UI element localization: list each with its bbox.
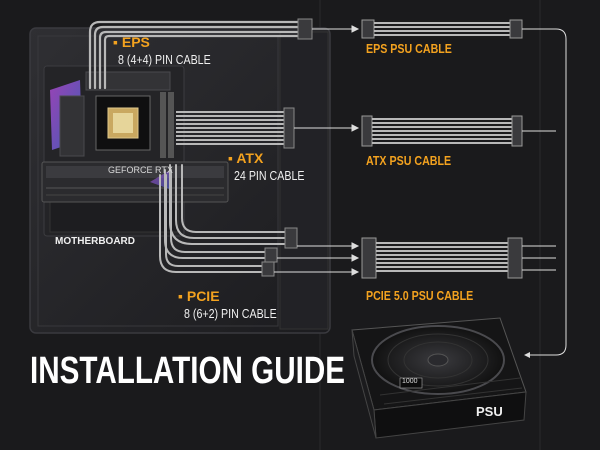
atx-psu-cable-label: ATX PSU CABLE: [366, 153, 452, 168]
eps-cable: [88, 20, 302, 90]
page-title: INSTALLATION GUIDE: [30, 350, 346, 392]
atx-bullet: ▪ ATX: [228, 150, 264, 166]
arrowheads-right: [524, 352, 530, 358]
atx-title: ATX: [236, 150, 264, 166]
atx-cable: [176, 111, 284, 145]
eps-connector: [297, 18, 313, 40]
psu-return-arrows: [522, 28, 567, 356]
psu-label: PSU: [476, 404, 503, 419]
connection-arrows: [274, 25, 360, 276]
eps-subtitle: 8 (4+4) PIN CABLE: [118, 52, 211, 67]
pcie-connector-2: [264, 247, 278, 263]
eps-psu-cable: [361, 19, 523, 39]
pcie-connector-1: [284, 227, 298, 249]
eps-bullet: ▪ EPS: [113, 34, 150, 50]
atx-psu-cable: [361, 115, 523, 147]
eps-title: EPS: [121, 34, 150, 50]
atx-connector: [283, 107, 295, 149]
pcie-psu-cable: [361, 237, 523, 279]
pcie-connector-3: [261, 261, 275, 277]
psu: [351, 317, 527, 439]
atx-subtitle: 24 PIN CABLE: [234, 168, 305, 183]
motherboard-label: MOTHERBOARD: [55, 236, 135, 247]
motherboard: [43, 65, 185, 237]
pcie-psu-cable-label: PCIE 5.0 PSU CABLE: [366, 288, 474, 303]
eps-psu-cable-label: EPS PSU CABLE: [366, 41, 452, 56]
pcie-subtitle: 8 (6+2) PIN CABLE: [184, 306, 277, 321]
gpu-brand-label: GEFORCE RTX: [108, 165, 173, 175]
pcie-title: PCIE: [186, 288, 220, 304]
psu-display: 1000: [402, 378, 418, 385]
pcie-bullet: ▪ PCIE: [178, 288, 220, 304]
pcie-cable: [159, 164, 286, 273]
